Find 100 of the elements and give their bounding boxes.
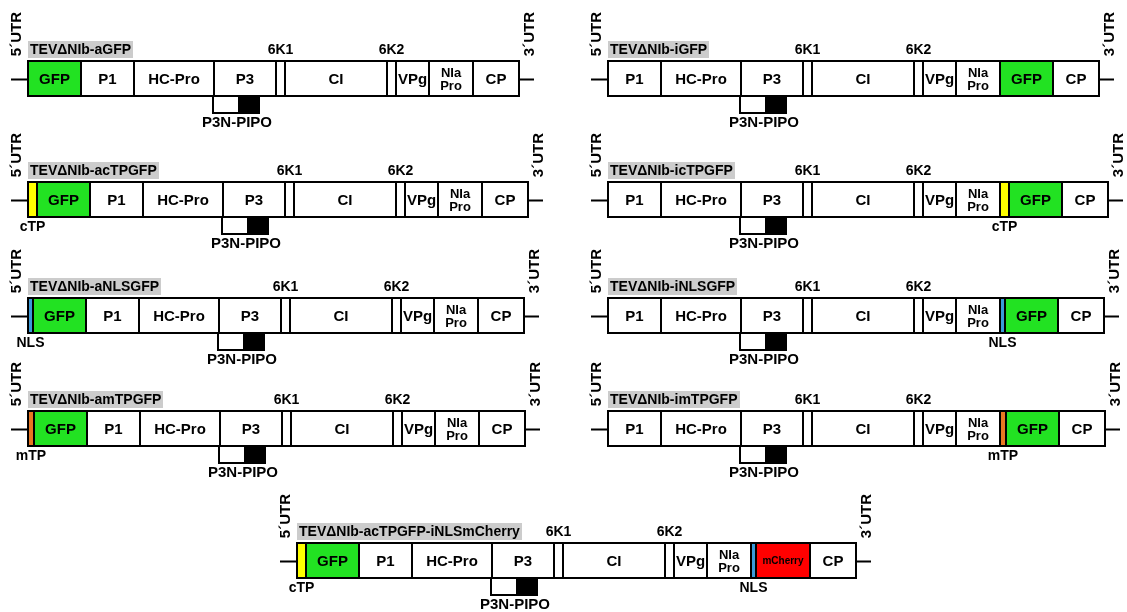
segment-label: cTP	[18, 219, 47, 234]
segment-label: 6K2	[904, 279, 933, 294]
gene-segment-box: P1	[80, 60, 135, 97]
gene-segment-box: CI	[290, 410, 394, 447]
segment-label: 6K1	[272, 392, 301, 407]
gene-segment-box: GFP	[305, 542, 360, 579]
utr-label: 3´UTR	[1106, 248, 1121, 293]
gene-segment-box: VPg	[922, 181, 957, 218]
gene-segment-box: CI	[811, 181, 915, 218]
gene-segment-box: VPg	[922, 297, 957, 334]
utr-label: 5´UTR	[277, 493, 292, 538]
gene-segment-box: HC-Pro	[139, 410, 221, 447]
utr-label: 5´UTR	[588, 11, 603, 56]
segment-label: 6K1	[793, 392, 822, 407]
gene-segment-box: P1	[85, 297, 140, 334]
gene-segment-box: CP	[1057, 297, 1105, 334]
gene-segment-box: GFP	[27, 60, 82, 97]
gene-segment-box: P3	[218, 297, 282, 334]
gene-segment-box: CP	[478, 410, 526, 447]
gene-segment-box: GFP	[32, 297, 87, 334]
segment-label: mTP	[14, 448, 48, 463]
gene-segment-box: P1	[607, 181, 662, 218]
gene-segment-box: P1	[358, 542, 413, 579]
construct-title: TEVΔNIb-imTPGFP	[608, 391, 740, 408]
gene-segment-box: P3	[740, 297, 804, 334]
segment-label: cTP	[287, 580, 316, 595]
gene-segment-box: HC-Pro	[660, 410, 742, 447]
construct-title: TEVΔNIb-iGFP	[608, 41, 710, 58]
segment-label: P3N-PIPO	[206, 351, 278, 366]
gene-segment-box: GFP	[1005, 410, 1060, 447]
utr-label: 5´UTR	[8, 11, 23, 56]
gene-segment-box: CI	[811, 60, 915, 97]
utr-label: 3´UTR	[858, 493, 873, 538]
gene-segment-box: GFP	[1008, 181, 1063, 218]
gene-segment-box: HC-Pro	[660, 181, 742, 218]
gene-segment-box: CP	[477, 297, 525, 334]
segment-label: 6K1	[793, 42, 822, 57]
segment-label: NLS	[738, 580, 769, 595]
gene-segment-box: VPg	[404, 181, 439, 218]
construct-title: TEVΔNIb-acTPGFP-iNLSmCherry	[297, 523, 522, 540]
segment-label: 6K1	[271, 279, 300, 294]
segment-label: 6K2	[377, 42, 406, 57]
gene-segment-box: GFP	[33, 410, 88, 447]
gene-segment-box: P1	[89, 181, 144, 218]
gene-segment-box: HC-Pro	[133, 60, 215, 97]
gene-segment-box: CP	[1052, 60, 1100, 97]
construct-title: TEVΔNIb-amTPGFP	[28, 391, 164, 408]
gene-segment-box: CP	[1061, 181, 1109, 218]
construct-title: TEVΔNIb-icTPGFP	[608, 162, 735, 179]
gene-segment-box: GFP	[36, 181, 91, 218]
segment-label: 6K2	[655, 524, 684, 539]
segment-label: 6K2	[904, 163, 933, 178]
gene-segment-box: CI	[284, 60, 388, 97]
segment-label: 6K2	[386, 163, 415, 178]
gene-segment-box: P3	[213, 60, 277, 97]
segment-label: 6K2	[383, 392, 412, 407]
construct-title: TEVΔNIb-aNLSGFP	[28, 278, 162, 295]
gene-segment-box: VPg	[673, 542, 708, 579]
segment-label: P3N-PIPO	[479, 596, 551, 611]
gene-segment-box: P1	[86, 410, 141, 447]
utr-label: 3´UTR	[521, 11, 536, 56]
gene-segment-box: CI	[811, 297, 915, 334]
gene-segment-box: mCherry	[755, 542, 811, 579]
gene-segment-box: CP	[809, 542, 857, 579]
gene-segment-box: VPg	[922, 60, 957, 97]
gene-segment-box: NIa Pro	[434, 410, 480, 447]
gene-segment-box: HC-Pro	[660, 297, 742, 334]
segment-label: 6K2	[382, 279, 411, 294]
segment-label: P3N-PIPO	[728, 235, 800, 250]
gene-segment-box: HC-Pro	[138, 297, 220, 334]
gene-segment-box: P1	[607, 297, 662, 334]
gene-segment-box: P1	[607, 410, 662, 447]
gene-segment-box: NIa Pro	[437, 181, 483, 218]
segment-label: 6K2	[904, 392, 933, 407]
segment-label: P3N-PIPO	[728, 351, 800, 366]
gene-segment-box: P3	[222, 181, 286, 218]
utr-label: 5´UTR	[588, 132, 603, 177]
gene-segment-box: CI	[289, 297, 393, 334]
gene-segment-box: CI	[811, 410, 915, 447]
segment-label: NLS	[15, 335, 46, 350]
segment-label: P3N-PIPO	[210, 235, 282, 250]
utr-label: 5´UTR	[8, 248, 23, 293]
gene-segment-box: NIa Pro	[955, 297, 1001, 334]
utr-label: 5´UTR	[588, 361, 603, 406]
segment-label: cTP	[990, 219, 1019, 234]
utr-label: 3´UTR	[1107, 361, 1122, 406]
gene-segment-box: VPg	[401, 410, 436, 447]
segment-label: 6K1	[793, 279, 822, 294]
gene-segment-box: NIa Pro	[955, 60, 1001, 97]
construct-title: TEVΔNIb-acTPGFP	[28, 162, 159, 179]
segment-label: 6K1	[793, 163, 822, 178]
gene-segment-box: P3	[740, 410, 804, 447]
segment-label: P3N-PIPO	[201, 114, 273, 129]
gene-segment-box: VPg	[922, 410, 957, 447]
gene-segment-box: CP	[1058, 410, 1106, 447]
gene-segment-box: GFP	[1004, 297, 1059, 334]
segment-label: 6K2	[904, 42, 933, 57]
utr-label: 3´UTR	[527, 361, 542, 406]
segment-label: 6K1	[544, 524, 573, 539]
construct-title: TEVΔNIb-iNLSGFP	[608, 278, 738, 295]
